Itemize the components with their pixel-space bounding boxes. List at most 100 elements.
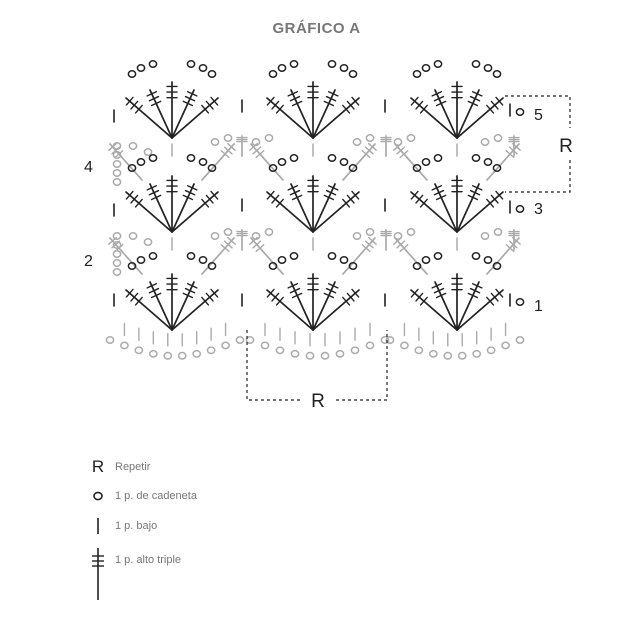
triple-crochet [307,175,319,233]
chain-stitch [223,134,233,142]
chain-stitch [207,262,217,270]
chain-stitch [251,232,261,240]
chain-stitch [128,142,138,150]
triple-crochet [451,273,463,331]
chain-stitch [264,134,274,142]
chain-stitch [260,341,270,350]
triple-crochet [431,89,458,139]
chain-stitch [339,158,349,166]
chain-stitch [127,164,137,172]
triple-crochet [236,135,248,157]
chain-stitch [365,228,375,236]
legend-label-chain: 1 p. de cadeneta [115,490,197,502]
chain-stitch [148,349,158,358]
chain-stitch [221,341,230,350]
chain-stitch [483,64,493,72]
triple-crochet [312,89,339,139]
chain-stitch [339,256,349,264]
chain-stitch [480,232,490,240]
chain-stitch [186,252,196,260]
triple-crochet [393,236,428,275]
chain-stitch [198,64,208,72]
triple-crochet [456,96,504,139]
chart-title: GRÁFICO A [272,20,361,37]
stitch-fan [410,154,504,233]
legend-item-triple: 1 p. alto triple [90,548,182,600]
chain-stitch [277,256,287,264]
chain-stitch [143,238,153,246]
chain-stitch [235,336,245,344]
chain-stitch [136,64,146,72]
chain-stitch [412,262,422,270]
triple-crochet [431,183,458,233]
chain-stitch [112,160,122,168]
triple-crochet [125,288,173,331]
chain-stitch [348,262,358,270]
triple-crochet [312,183,339,233]
chain-stitch [515,205,525,213]
triple-crochet [312,190,360,233]
legend-label-repeat: Repetir [115,461,151,473]
chain-stitch [251,138,261,146]
chain-stitch [112,259,122,267]
chain-stitch [206,346,216,355]
chain-stitch [327,60,337,68]
chain-stitch [112,178,122,186]
chain-stitch [365,341,375,350]
chain-stitch [136,256,146,264]
triple-crochet [171,89,198,139]
triple-crochet [146,281,173,331]
chain-stitch [186,154,196,162]
chain-stitch [148,252,158,260]
chain-stitch [210,232,220,240]
chain-stitch [148,60,158,68]
chain-stitch [433,252,443,260]
chain-stitch [112,241,122,249]
chain-stitch [177,351,187,360]
chain-stitch [421,64,431,72]
triple-crochet [410,288,458,331]
triple-crochet [166,273,178,331]
row-label-4: 4 [84,159,93,176]
stitch-row-light [108,228,521,275]
chain-stitch [136,158,146,166]
chain-stitch [443,351,453,360]
chain-stitch [112,142,122,150]
triple-crochet [456,89,483,139]
chain-stitch [198,256,208,264]
repeat-bracket-horizontal [246,330,388,401]
triple-crochet [108,142,143,181]
chain-stitch [112,268,122,276]
triple-crochet [287,89,314,139]
chain-stitch [277,158,287,166]
triple-crochet [171,183,198,233]
triple-crochet [451,81,463,139]
chain-stitch [163,351,173,360]
triple-crochet [307,81,319,139]
chain-stitch [289,154,299,162]
row-label-2: 2 [84,253,93,270]
chain-stitch [305,351,315,360]
chain-stitch [268,70,278,78]
repeat-bracket-vertical [505,95,571,193]
triple-crochet [287,183,314,233]
foundation-row [105,322,525,360]
chain-stitch [275,346,285,355]
chain-stitch [412,164,422,172]
chain-stitch [483,158,493,166]
chain-stitch [492,262,502,270]
chain-stitch [143,148,153,156]
stitch-fan [410,60,504,139]
chain-stitch [105,336,115,344]
legend-label-triple: 1 p. alto triple [115,554,182,566]
row-label-3: 3 [534,201,543,218]
chain-stitch [320,351,330,360]
repeat-label-horizontal: R [311,391,325,412]
turning-chain [112,232,153,276]
triple-crochet [312,281,339,331]
triple-crochet [456,190,504,233]
chain-stitch [480,138,490,146]
chain-stitch [134,346,144,355]
triple-crochet [486,236,521,275]
chain-stitch [348,70,358,78]
